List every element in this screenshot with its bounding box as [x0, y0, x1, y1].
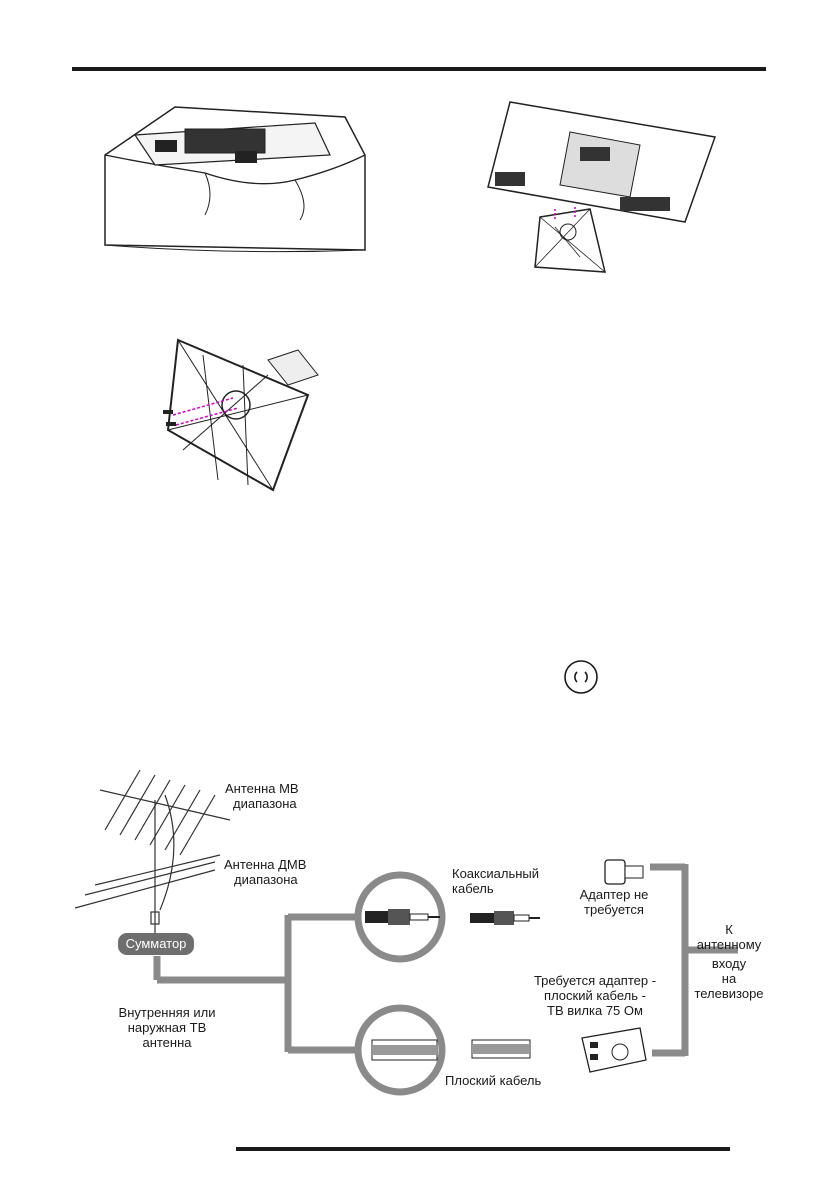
antenna-connection-diagram	[74, 769, 738, 1096]
power-standby-icon	[564, 660, 598, 694]
tv-on-soft-surface-illustration	[104, 106, 366, 253]
indoor-outdoor-antenna-label: Внутренняя или наружная ТВ антенна	[118, 1005, 216, 1050]
to-tv-antenna-input-label: К антенному входу на телевизоре	[694, 922, 764, 1001]
tv-back-with-stand-illustration	[487, 101, 717, 273]
adapter-required-label: Требуется адаптер - плоский кабель - ТВ …	[533, 973, 657, 1018]
no-adapter-label: Адаптер не требуется	[579, 887, 649, 917]
coax-cable-label: Коаксиальный кабель	[452, 866, 540, 896]
top-rule	[72, 67, 766, 71]
stand-assembly-illustration	[163, 338, 319, 492]
bottom-rule	[236, 1147, 730, 1151]
flat-cable-label: Плоский кабель	[445, 1073, 542, 1088]
uhf-antenna-label: Антенна ДМВ диапазона	[224, 857, 307, 887]
adapter-icon	[581, 1027, 647, 1073]
combiner-label: Сумматор	[118, 933, 194, 955]
antenna-icon	[74, 769, 231, 935]
vhf-antenna-label: Антенна МВ диапазона	[225, 781, 299, 811]
